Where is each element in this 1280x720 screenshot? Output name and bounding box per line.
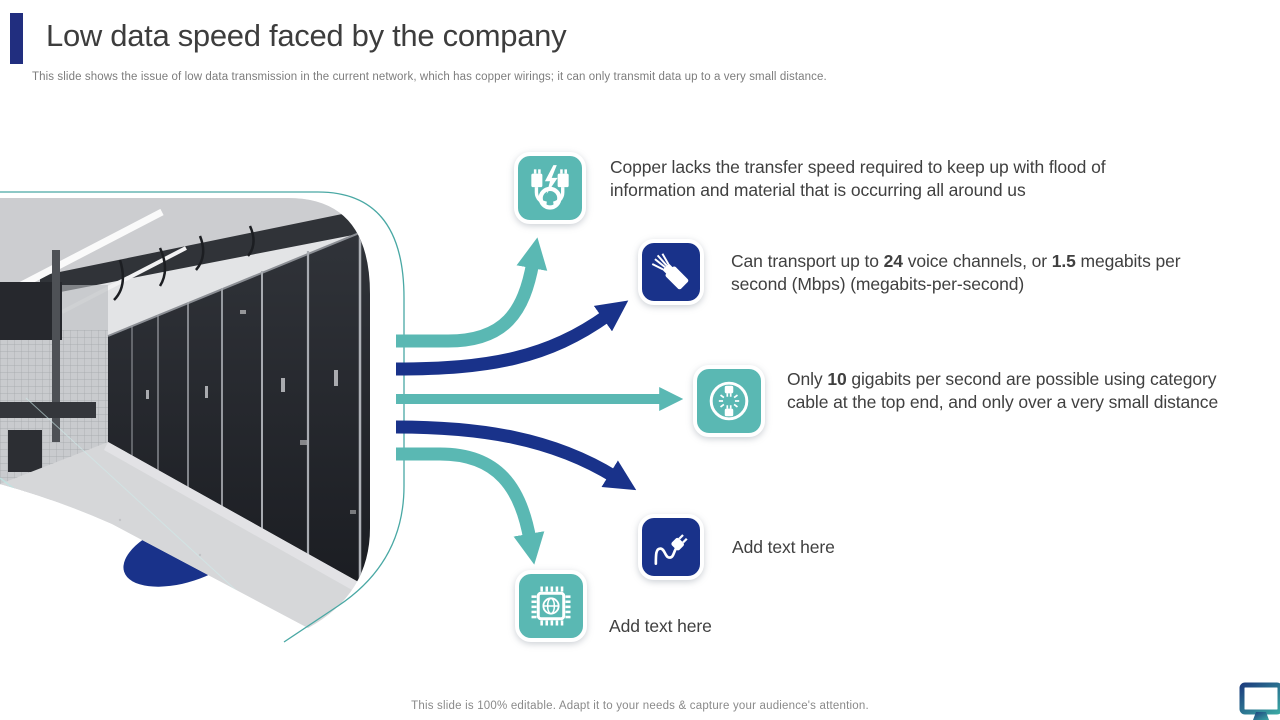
server-room-photo	[0, 191, 405, 643]
item-2-text: Can transport up to 24 voice channels, o…	[731, 251, 1181, 294]
cpu-chip-globe-glyph	[531, 586, 571, 626]
title-accent-bar	[10, 13, 23, 64]
usb-cables-lightning-glyph	[531, 165, 569, 210]
cpu-chip-globe-icon	[515, 570, 587, 642]
item-3-text: Only 10 gigabits per second are possible…	[787, 369, 1219, 412]
power-plug-cord-glyph	[654, 534, 688, 565]
editable-note: This slide is 100% editable. Adapt it to…	[411, 700, 869, 712]
page-title: Low data speed faced by the company	[46, 18, 567, 53]
usb-cables-lightning-icon	[514, 152, 586, 224]
monitor-logo	[1239, 682, 1280, 720]
power-plug-cord-icon	[638, 514, 704, 580]
item-5-placeholder-text[interactable]: Add text here	[609, 616, 712, 636]
item-1-text: Copper lacks the transfer speed required…	[610, 157, 1106, 200]
fiber-optic-cable-glyph	[651, 253, 689, 290]
fiber-optic-cable-icon	[638, 239, 704, 305]
item-4-placeholder-text[interactable]: Add text here	[732, 537, 835, 557]
photo-content	[0, 198, 370, 628]
connector-plugs-circle-icon	[693, 365, 765, 437]
slide-subtitle: This slide shows the issue of low data t…	[32, 71, 827, 83]
connector-plugs-circle-glyph	[709, 381, 749, 421]
